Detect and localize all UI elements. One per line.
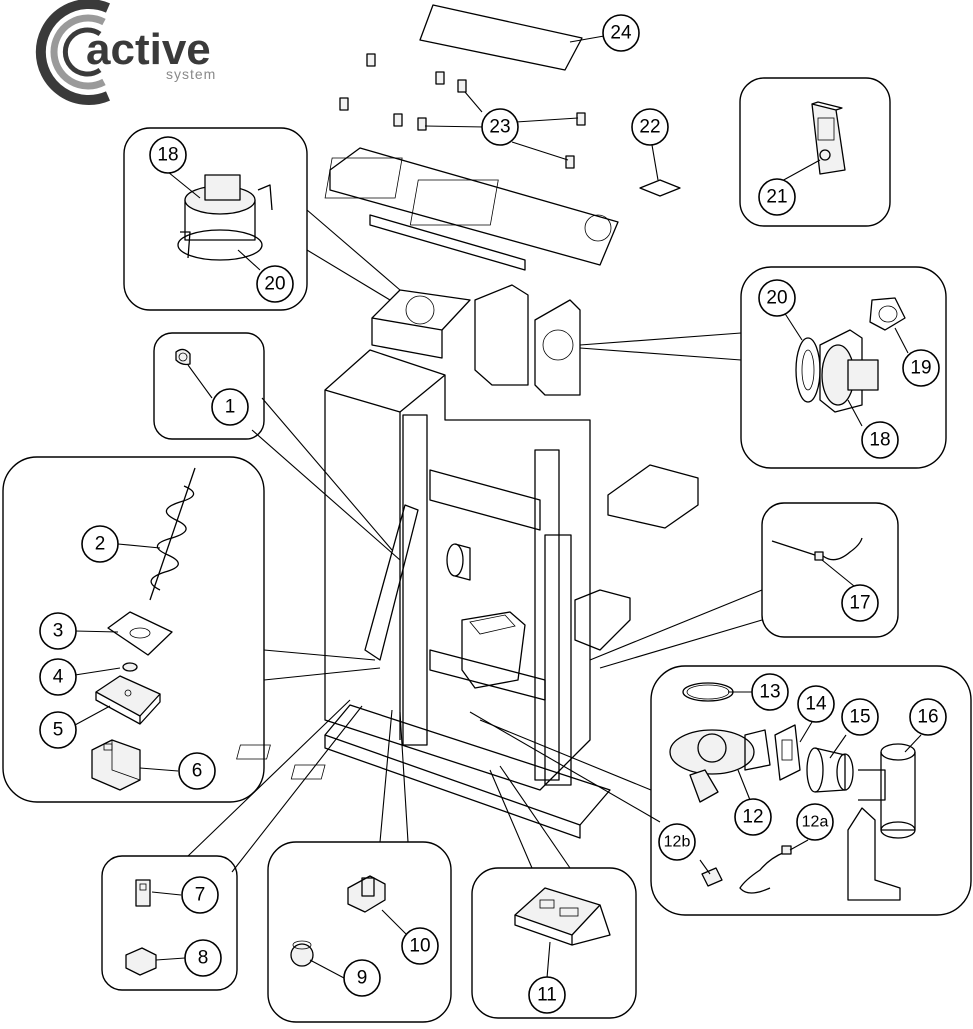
switch-parts	[125, 879, 157, 976]
svg-text:10: 10	[409, 936, 430, 957]
svg-text:9: 9	[357, 968, 368, 989]
svg-text:7: 7	[195, 885, 206, 906]
top-frame-plate	[329, 147, 619, 266]
callout-22: 22	[631, 108, 669, 146]
side-bracket	[574, 589, 631, 651]
callout-21: 21	[758, 178, 796, 216]
logo-subtitle: system	[166, 66, 216, 82]
control-board	[514, 887, 611, 946]
gear-motor	[91, 739, 141, 791]
svg-text:23: 23	[489, 117, 510, 138]
top-cover-plate	[419, 4, 583, 71]
svg-text:14: 14	[805, 694, 827, 715]
callout-4: 4	[39, 658, 77, 696]
svg-text:16: 16	[917, 707, 938, 728]
callout-12a: 12a	[796, 803, 834, 841]
callout-3: 3	[39, 612, 77, 650]
svg-text:8: 8	[198, 948, 209, 969]
svg-text:6: 6	[192, 761, 203, 782]
intake-box-top	[371, 289, 471, 331]
callout-10: 10	[401, 927, 439, 965]
bolt-set	[339, 53, 586, 169]
rocker-switch-parts	[290, 875, 386, 967]
stove-body-frame	[324, 349, 591, 791]
temperature-sensor	[771, 537, 863, 561]
callout-12b: 12b	[658, 823, 696, 861]
callout-19: 19	[902, 349, 940, 387]
callout-11: 11	[528, 976, 566, 1014]
svg-text:12: 12	[742, 807, 763, 828]
callout-14: 14	[797, 685, 835, 723]
brand-logo: active system	[35, 0, 216, 105]
svg-text:18: 18	[869, 430, 890, 451]
callout-15: 15	[841, 698, 879, 736]
svg-text:19: 19	[910, 358, 931, 379]
callout-20-right: 20	[758, 279, 796, 317]
ash-drawer	[607, 464, 699, 529]
callout-13: 13	[751, 673, 789, 711]
svg-text:2: 2	[95, 534, 106, 555]
svg-text:17: 17	[849, 593, 870, 614]
svg-text:15: 15	[849, 707, 870, 728]
callout-18-left: 18	[149, 136, 187, 174]
svg-text:4: 4	[53, 667, 64, 688]
svg-text:1: 1	[225, 397, 236, 418]
svg-text:20: 20	[264, 274, 285, 295]
svg-text:20: 20	[766, 288, 787, 309]
callout-20-left: 20	[256, 265, 294, 303]
detail-box-exhaust-fan	[650, 665, 972, 916]
callout-9: 9	[343, 959, 381, 997]
gasket-plate	[107, 611, 173, 656]
callout-18-right: 18	[861, 421, 899, 459]
svg-text:24: 24	[610, 23, 632, 44]
detail-box-sensor	[761, 502, 899, 638]
flue-bracket-right	[534, 299, 581, 396]
detail-box-rocker	[267, 841, 452, 1023]
callout-1: 1	[211, 388, 249, 426]
callout-2: 2	[81, 525, 119, 563]
callout-16: 16	[909, 698, 947, 736]
callout-5: 5	[39, 711, 77, 749]
callout-6: 6	[178, 752, 216, 790]
callout-labels: 1 2 3 4 5 6 7 8 9 10 11 12 12a 12b 13 14…	[39, 14, 947, 1014]
callout-7: 7	[181, 876, 219, 914]
flue-bracket-left	[474, 284, 529, 386]
sensor-plate	[639, 179, 681, 197]
mount-plate	[95, 675, 161, 725]
svg-text:11: 11	[537, 985, 557, 1006]
combustion-fan-assembly-left	[177, 174, 273, 261]
svg-text:12b: 12b	[664, 834, 691, 851]
callout-12: 12	[734, 798, 772, 836]
exhaust-fan-assembly	[669, 682, 916, 901]
leader-lines	[187, 209, 763, 873]
combustion-fan-assembly-right	[795, 297, 906, 413]
svg-text:12a: 12a	[802, 814, 829, 831]
control-panel-device	[811, 101, 846, 175]
svg-text:13: 13	[759, 682, 780, 703]
svg-text:21: 21	[766, 187, 787, 208]
auger-screw	[149, 467, 196, 601]
svg-text:3: 3	[53, 621, 64, 642]
base-plate	[324, 704, 611, 826]
callout-arrows	[74, 35, 922, 979]
callout-23: 23	[481, 108, 519, 146]
clip-part	[175, 348, 191, 366]
callout-24: 24	[602, 14, 640, 52]
detail-box-clip	[153, 332, 265, 440]
burn-pot	[461, 611, 526, 689]
top-frame-rail	[369, 214, 526, 271]
callout-8: 8	[184, 939, 222, 977]
svg-text:22: 22	[639, 117, 660, 138]
auger-tube	[364, 504, 419, 661]
main-stove-assembly	[236, 4, 699, 839]
washer	[122, 662, 138, 672]
svg-text:18: 18	[157, 145, 178, 166]
svg-text:5: 5	[53, 720, 64, 741]
logo-wordmark: active	[86, 25, 211, 74]
callout-17: 17	[841, 584, 879, 622]
